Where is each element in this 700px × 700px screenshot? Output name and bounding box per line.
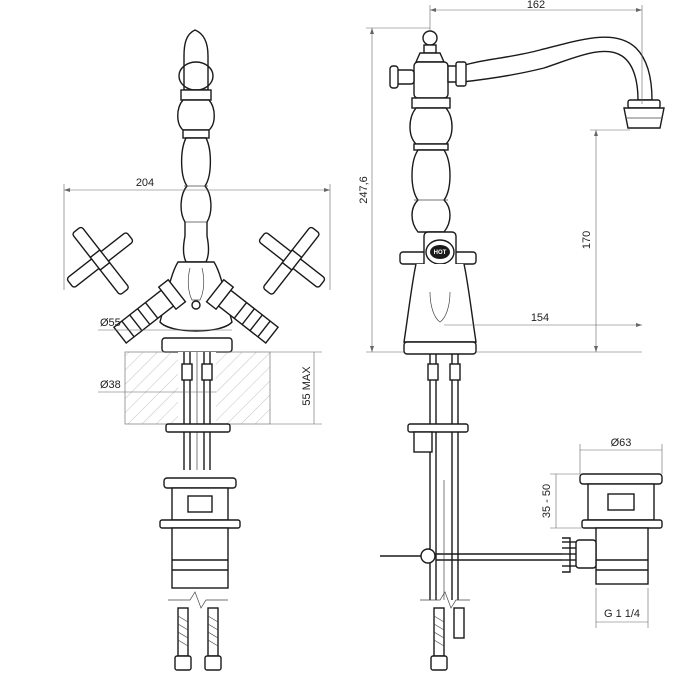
handle-marking: HOT: [434, 250, 447, 256]
side-dimensions: 162 247,6 170 154 Ø63 35 - 50 G 1 1: [358, 0, 663, 628]
dim-drain-thread: G 1 1/4: [604, 608, 640, 620]
front-dimensions: 204 Ø55 Ø38 55 MAX: [63, 177, 331, 425]
dim-total-height: 247,6: [358, 176, 370, 204]
dim-spout-reach: 162: [527, 0, 545, 11]
dim-drain-diameter: Ø63: [611, 437, 632, 449]
drain-assembly: [562, 473, 663, 585]
side-view: HOT: [380, 30, 665, 671]
dim-spout-height: 170: [581, 231, 593, 249]
dim-hole-diameter: Ø38: [100, 379, 121, 391]
dim-base-diameter: Ø55: [100, 317, 121, 329]
dim-handle-reach: 154: [531, 312, 549, 324]
dim-drain-adjust: 35 - 50: [541, 484, 553, 518]
dim-deck-thickness: 55 MAX: [301, 366, 313, 406]
front-view: [66, 29, 326, 671]
dim-front-width: 204: [136, 177, 154, 189]
